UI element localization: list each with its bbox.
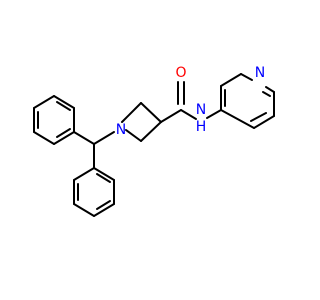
phenyl-ring-top [33, 95, 75, 145]
oxygen-label: O [175, 65, 186, 81]
structure-canvas: O N H N N [33, 65, 275, 217]
benzhydryl-bonds [73, 131, 115, 169]
pyridine-ring [220, 73, 275, 129]
azetidine-ring [121, 102, 162, 142]
phenyl-ring-bottom [73, 167, 115, 217]
carboxamide [160, 81, 197, 123]
amide-nitrogen-label: N [196, 102, 206, 118]
amide-to-pyridine [206, 109, 222, 119]
pyridine-nitrogen-label: N [255, 65, 265, 81]
amide-hydrogen-label: H [196, 119, 207, 135]
azetidine-nitrogen-label: N [116, 122, 126, 138]
atom-labels: O N H N N [116, 65, 265, 138]
structure-svg: O N H N N [33, 65, 275, 217]
